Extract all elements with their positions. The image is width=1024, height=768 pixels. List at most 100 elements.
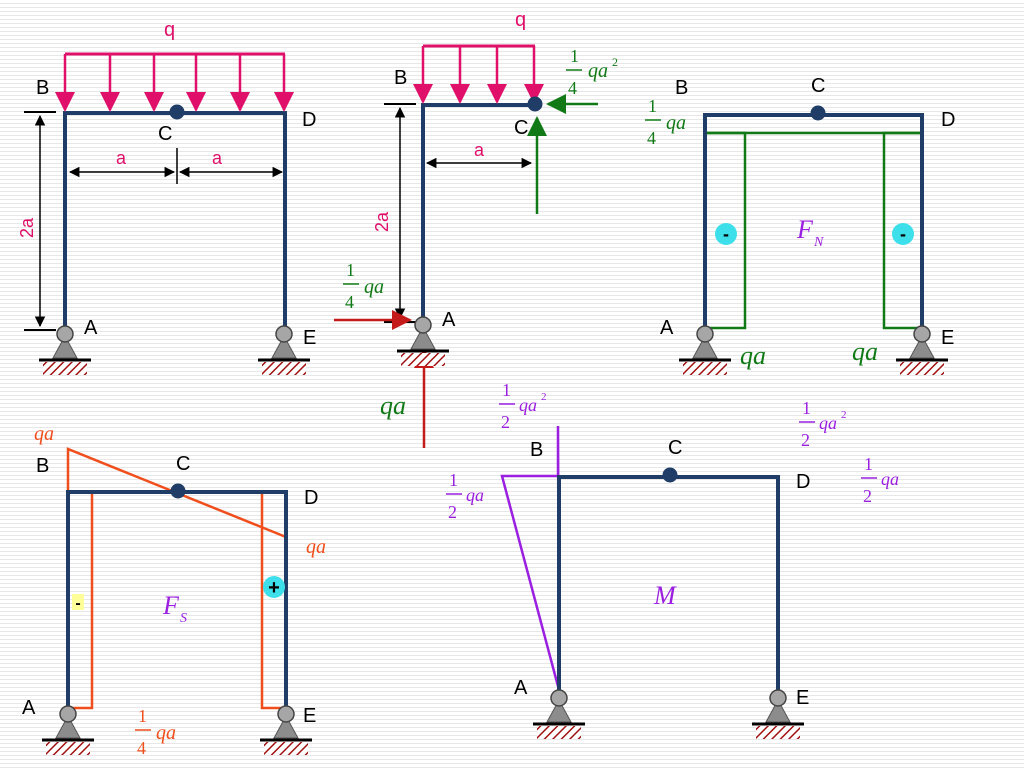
axial-value-left: qa [740, 341, 766, 370]
moment-value-right-column: 1 2 qa [861, 454, 899, 506]
moment-label-b: B [530, 439, 543, 461]
axial-label-c: C [811, 75, 825, 97]
shear-label-c: C [176, 453, 190, 475]
moment-diagram-title: M [653, 581, 677, 610]
free-body-label-a-dim: a [474, 140, 485, 160]
distributed-load-arrows [55, 54, 294, 112]
free-body-load-arrows [413, 46, 544, 104]
svg-text:N: N [813, 235, 824, 250]
svg-text:2: 2 [801, 430, 810, 450]
svg-text:qa: qa [519, 395, 537, 415]
svg-text:-: - [723, 224, 729, 244]
moment-value-b: 1 2 qa 2 [499, 380, 547, 432]
svg-text:S: S [180, 611, 187, 626]
shear-label-b: B [36, 455, 49, 477]
shear-diagram-right [260, 492, 286, 710]
shear-value-a: 1 4 qa [135, 706, 176, 758]
svg-text:1: 1 [502, 380, 511, 400]
axial-label-a: A [660, 317, 674, 339]
reaction-c-moment-value: 1 4 qa 2 [566, 46, 618, 98]
shear-label-d: D [304, 487, 318, 509]
axial-minus-badge-left [715, 223, 737, 245]
svg-text:2: 2 [841, 409, 847, 421]
svg-text:qa: qa [466, 485, 484, 505]
moment-label-c: C [668, 437, 682, 459]
svg-text:F: F [162, 591, 180, 620]
svg-text:1: 1 [802, 398, 811, 418]
moment-label-a: A [514, 677, 528, 699]
svg-text:-: - [900, 224, 906, 244]
free-body-load-q: q [515, 9, 526, 31]
moment-value-left-column: 1 2 qa [446, 470, 484, 522]
svg-text:1: 1 [449, 470, 458, 490]
axial-value-right: qa [852, 337, 878, 366]
moment-label-e: E [796, 687, 809, 709]
svg-text:4: 4 [647, 128, 656, 148]
moment-support-a [531, 688, 587, 741]
moment-value-d: 1 2 qa 2 [799, 398, 847, 450]
dimension-label-a-right: a [212, 148, 223, 168]
node-label-b: B [36, 77, 49, 99]
svg-text:4: 4 [137, 738, 146, 758]
shear-plus-badge [263, 576, 285, 598]
svg-text:1: 1 [346, 260, 355, 280]
axial-label-d: D [941, 109, 955, 131]
svg-text:+: + [268, 577, 280, 599]
svg-text:2: 2 [541, 391, 547, 403]
svg-text:2: 2 [863, 486, 872, 506]
axial-minus-badge-right [892, 223, 914, 245]
svg-text:qa: qa [364, 276, 384, 298]
svg-text:qa: qa [156, 722, 176, 744]
free-body-label-a: A [442, 309, 456, 331]
shear-support-a [40, 704, 96, 757]
axial-frame-members [703, 113, 924, 330]
reaction-a-horizontal-value: 1 4 qa [343, 260, 384, 312]
node-label-d: D [302, 109, 316, 131]
axial-hinge-c [810, 105, 826, 121]
svg-text:F: F [796, 215, 814, 244]
svg-text:qa: qa [881, 469, 899, 489]
panel-bending-moment: B C D A E 1 2 qa 2 1 2 qa 2 1 2 qa 1 2 [446, 380, 899, 741]
free-body-label-2a: 2a [372, 211, 392, 232]
svg-text:1: 1 [570, 46, 579, 66]
axial-label-b: B [675, 77, 688, 99]
svg-text:qa: qa [819, 413, 837, 433]
shear-hinge-c [170, 483, 186, 499]
shear-label-e: E [303, 705, 316, 727]
svg-text:4: 4 [568, 78, 577, 98]
node-label-a: A [84, 317, 98, 339]
shear-diagram-left [68, 492, 94, 710]
panel-loaded-frame: q B C D A E 2a a a [17, 19, 316, 377]
dimension-label-a-left: a [116, 148, 127, 168]
svg-text:2: 2 [448, 502, 457, 522]
node-label-e: E [303, 327, 316, 349]
axial-beam-value: 1 4 qa [645, 96, 686, 148]
hinge-c [169, 104, 185, 120]
moment-hinge-c [662, 467, 678, 483]
svg-text:qa: qa [588, 60, 608, 82]
free-body-label-b: B [394, 67, 407, 89]
svg-text:2: 2 [612, 55, 618, 69]
shear-value-d: qa [306, 536, 326, 558]
panel-shear-force: B C D A E qa qa 1 4 qa - + F S [22, 423, 326, 758]
dimension-label-2a: 2a [17, 217, 37, 238]
moment-label-d: D [796, 471, 810, 493]
axial-diagram-title: F N [796, 215, 824, 250]
node-label-c: C [158, 123, 172, 145]
svg-text:4: 4 [345, 292, 354, 312]
svg-text:1: 1 [138, 706, 147, 726]
shear-diagram-title: F S [162, 591, 187, 626]
moment-diagram [500, 425, 561, 691]
panel-free-body: q B C A 1 4 qa 2 2a a 1 4 qa qa [334, 9, 618, 448]
load-label-q: q [164, 19, 175, 41]
svg-text:qa: qa [666, 112, 686, 134]
axial-label-e: E [941, 327, 954, 349]
axial-support-a [677, 324, 733, 377]
reaction-a-vertical-value: qa [380, 391, 406, 420]
panel-axial-force: B C D A E 1 4 qa - - F N qa qa [645, 75, 955, 377]
free-body-hinge-c [527, 96, 543, 112]
frame-members [63, 111, 287, 330]
free-body-label-c: C [514, 117, 528, 139]
svg-text:1: 1 [864, 454, 873, 474]
